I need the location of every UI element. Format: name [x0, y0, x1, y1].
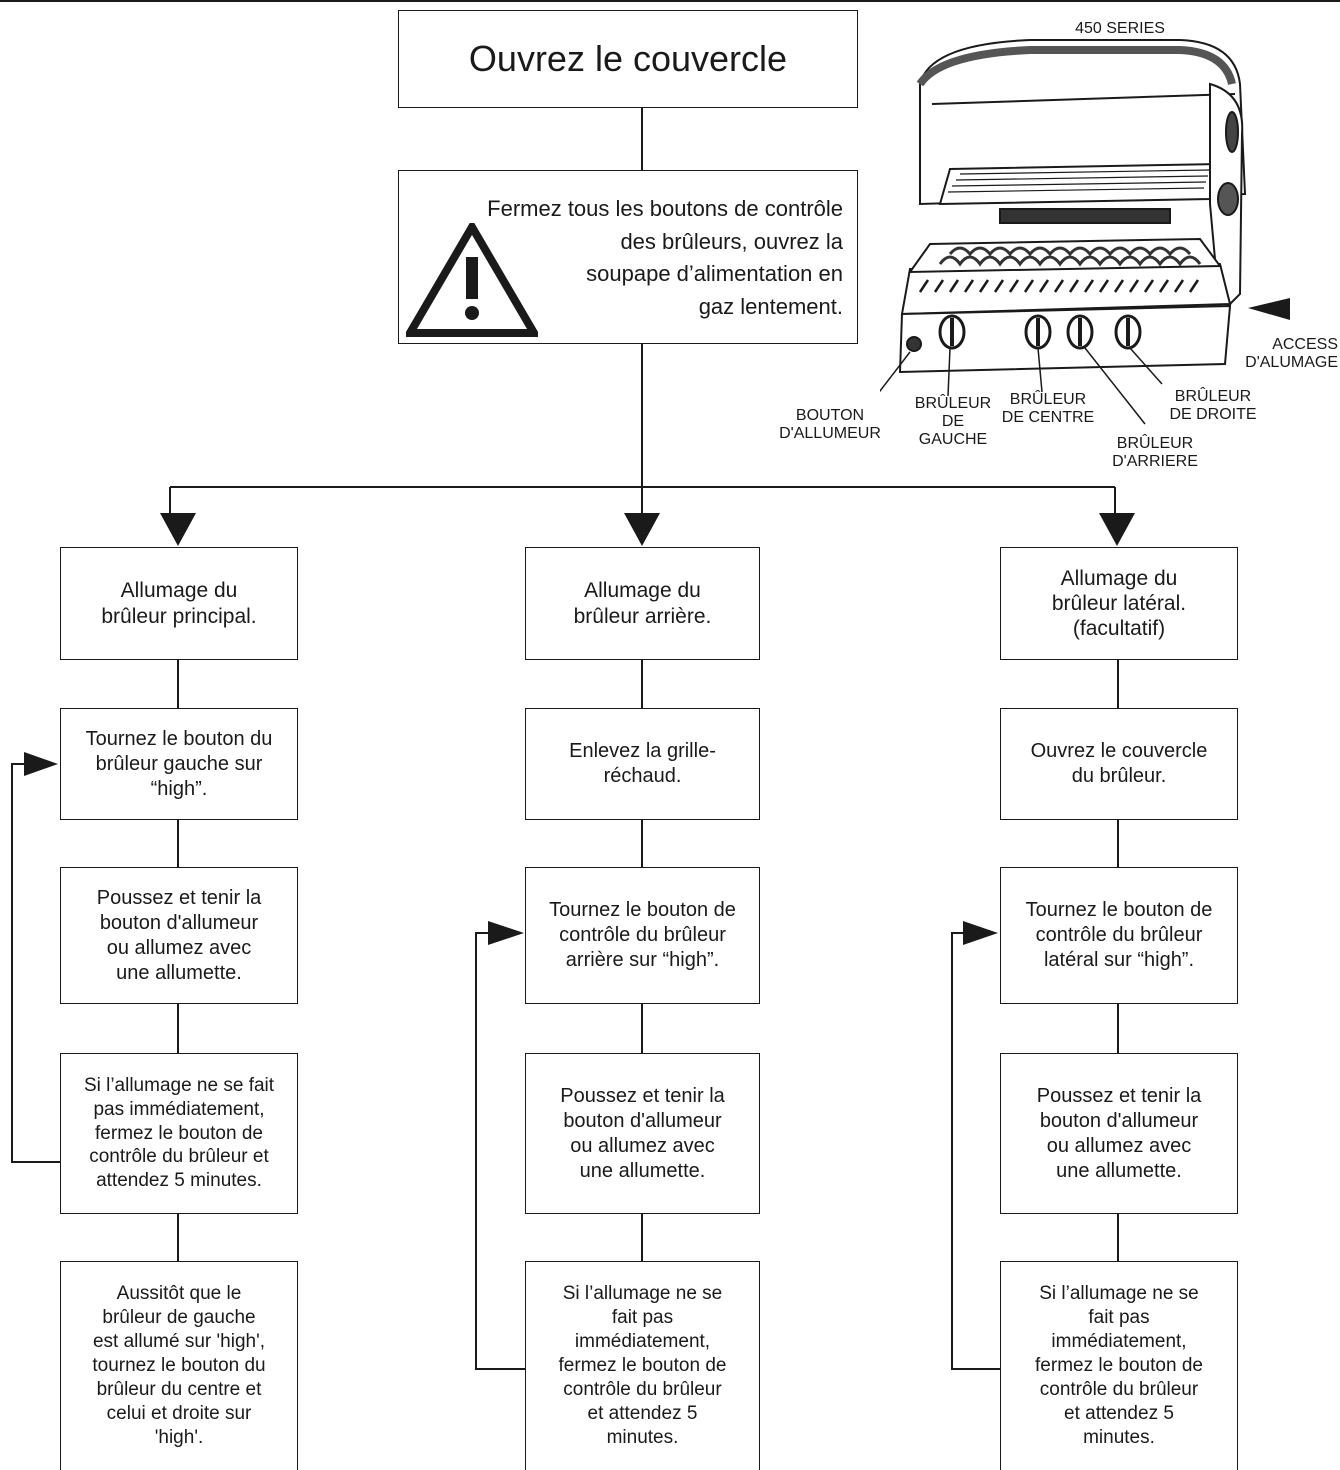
flow-arrowheads: [24, 487, 1135, 945]
main-step-4-text: Aussitôt que le brûleur de gauche est al…: [92, 1282, 266, 1449]
main-step-1-text: Tournez le bouton du brûleur gauche sur …: [85, 727, 273, 800]
label-bruleur-droite: BRÛLEUR DE DROITE: [1169, 388, 1257, 423]
label-bruleur-gauche: BRÛLEUR DE GAUCHE: [914, 395, 992, 448]
branch-rear-title-text: Allumage du brûleur arrière.: [573, 579, 712, 628]
rear-step-4-text: Si l’allumage ne se fait pas immédiateme…: [558, 1282, 727, 1449]
label-bruleur-arriere: BRÛLEUR D'ARRIERE: [1112, 435, 1198, 470]
rear-step-2-text: Tournez le bouton de contrôle du brûleur…: [549, 899, 736, 971]
rear-step-3: Poussez et tenir la bouton d'allumeur ou…: [525, 1053, 760, 1214]
rear-step-2: Tournez le bouton de contrôle du brûleur…: [525, 867, 760, 1004]
main-step-2: Poussez et tenir la bouton d'allumeur ou…: [60, 867, 298, 1004]
branch-main-title-text: Allumage du brûleur principal.: [101, 579, 257, 628]
side-step-1: Ouvrez le couvercle du brûleur.: [1000, 708, 1238, 820]
side-step-4-text: Si l’allumage ne se fait pas immédiateme…: [1035, 1282, 1203, 1449]
main-step-3: Si l’allumage ne se fait pas immédiateme…: [60, 1053, 298, 1214]
warning-icon: [406, 223, 538, 337]
label-bouton-allumeur: BOUTON D'ALLUMEUR: [779, 407, 881, 442]
rear-step-3-text: Poussez et tenir la bouton d'allumeur ou…: [560, 1084, 725, 1182]
main-step-3-text: Si l’allumage ne se fait pas immédiateme…: [83, 1075, 275, 1192]
rear-step-4: Si l’allumage ne se fait pas immédiateme…: [525, 1261, 760, 1470]
label-access: ACCESS D'ALUMAGE: [1245, 336, 1338, 371]
loop-arrowhead-side: [963, 921, 998, 945]
arrowhead-rear: [624, 513, 660, 546]
main-step-4: Aussitôt que le brûleur de gauche est al…: [60, 1261, 298, 1470]
main-step-2-text: Poussez et tenir la bouton d'allumeur ou…: [96, 886, 262, 984]
branch-main-title: Allumage du brûleur principal.: [60, 547, 298, 660]
branch-rear-title: Allumage du brûleur arrière.: [525, 547, 760, 660]
main-step-1: Tournez le bouton du brûleur gauche sur …: [60, 708, 298, 820]
side-step-3: Poussez et tenir la bouton d'allumeur ou…: [1000, 1053, 1238, 1214]
side-step-3-text: Poussez et tenir la bouton d'allumeur ou…: [1036, 1084, 1202, 1182]
step-open-lid: Ouvrez le couvercle: [398, 10, 858, 108]
rear-step-1: Enlevez la grille- réchaud.: [525, 708, 760, 820]
grill-illustration: 450 SERIES: [779, 14, 1340, 474]
step-open-lid-text: Ouvrez le couvercle: [468, 38, 788, 80]
top-rule: [0, 0, 1340, 2]
loop-arrowhead-rear: [488, 921, 524, 945]
series-label: 450 SERIES: [1075, 20, 1165, 37]
side-step-1-text: Ouvrez le couvercle du brûleur.: [1030, 740, 1208, 787]
side-step-4: Si l’allumage ne se fait pas immédiateme…: [1000, 1261, 1238, 1470]
arrowhead-main: [160, 513, 196, 546]
loop-arrowhead-main: [24, 752, 58, 776]
arrowhead-side: [1099, 513, 1135, 546]
step-close-knobs: Fermez tous les boutons de contrôle des …: [398, 170, 858, 344]
branch-side-title: Allumage du brûleur latéral. (facultatif…: [1000, 547, 1238, 660]
grill-drawing: [880, 39, 1290, 425]
label-bruleur-centre: BRÛLEUR DE CENTRE: [1001, 391, 1095, 426]
rear-step-1-text: Enlevez la grille- réchaud.: [569, 740, 716, 787]
side-step-2-text: Tournez le bouton de contrôle du brûleur…: [1025, 899, 1213, 971]
step-close-knobs-text: Fermez tous les boutons de contrôle des …: [487, 196, 843, 319]
branch-side-title-text: Allumage du brûleur latéral. (facultatif…: [1051, 566, 1187, 641]
side-step-2: Tournez le bouton de contrôle du brûleur…: [1000, 867, 1238, 1004]
